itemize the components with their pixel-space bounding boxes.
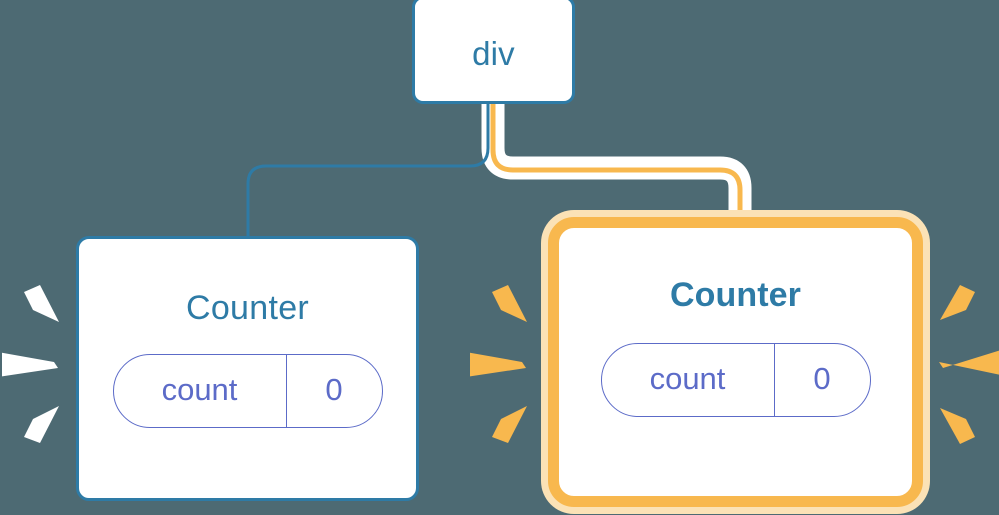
node-counter-left[interactable]: Counter count 0 — [76, 236, 419, 501]
sparkle-ray-icon — [940, 285, 975, 320]
sparkle-ray-icon — [492, 285, 527, 322]
sparkle-group-orange-right — [939, 285, 999, 444]
sparkle-ray-icon — [24, 406, 59, 443]
node-counter-left-label: Counter — [185, 289, 310, 327]
node-counter-right[interactable]: Counter count 0 — [548, 217, 923, 507]
state-key-count: count — [161, 372, 238, 407]
div-to-counter-right-halo — [481, 104, 752, 232]
sparkle-ray-icon — [2, 352, 58, 377]
state-value-count: 0 — [773, 344, 870, 416]
node-div-label: div — [472, 34, 515, 72]
sparkle-ray-icon — [470, 352, 526, 377]
div-to-counter-left-wire — [246, 104, 490, 240]
node-counter-right-label: Counter — [669, 276, 802, 314]
state-key-count: count — [649, 361, 726, 396]
state-pill-counter-left: count 0 — [112, 354, 383, 428]
sparkle-group-white-left — [2, 285, 59, 443]
sparkle-group-orange-mid — [470, 285, 527, 443]
sparkle-ray-icon — [939, 350, 999, 375]
sparkle-ray-icon — [24, 285, 59, 322]
node-div[interactable]: div — [412, 0, 575, 104]
sparkle-ray-icon — [940, 408, 975, 444]
sparkle-ray-icon — [492, 406, 527, 443]
state-pill-counter-right: count 0 — [600, 343, 871, 417]
state-value-count: 0 — [285, 355, 382, 427]
div-to-counter-right-wire — [490, 104, 743, 234]
